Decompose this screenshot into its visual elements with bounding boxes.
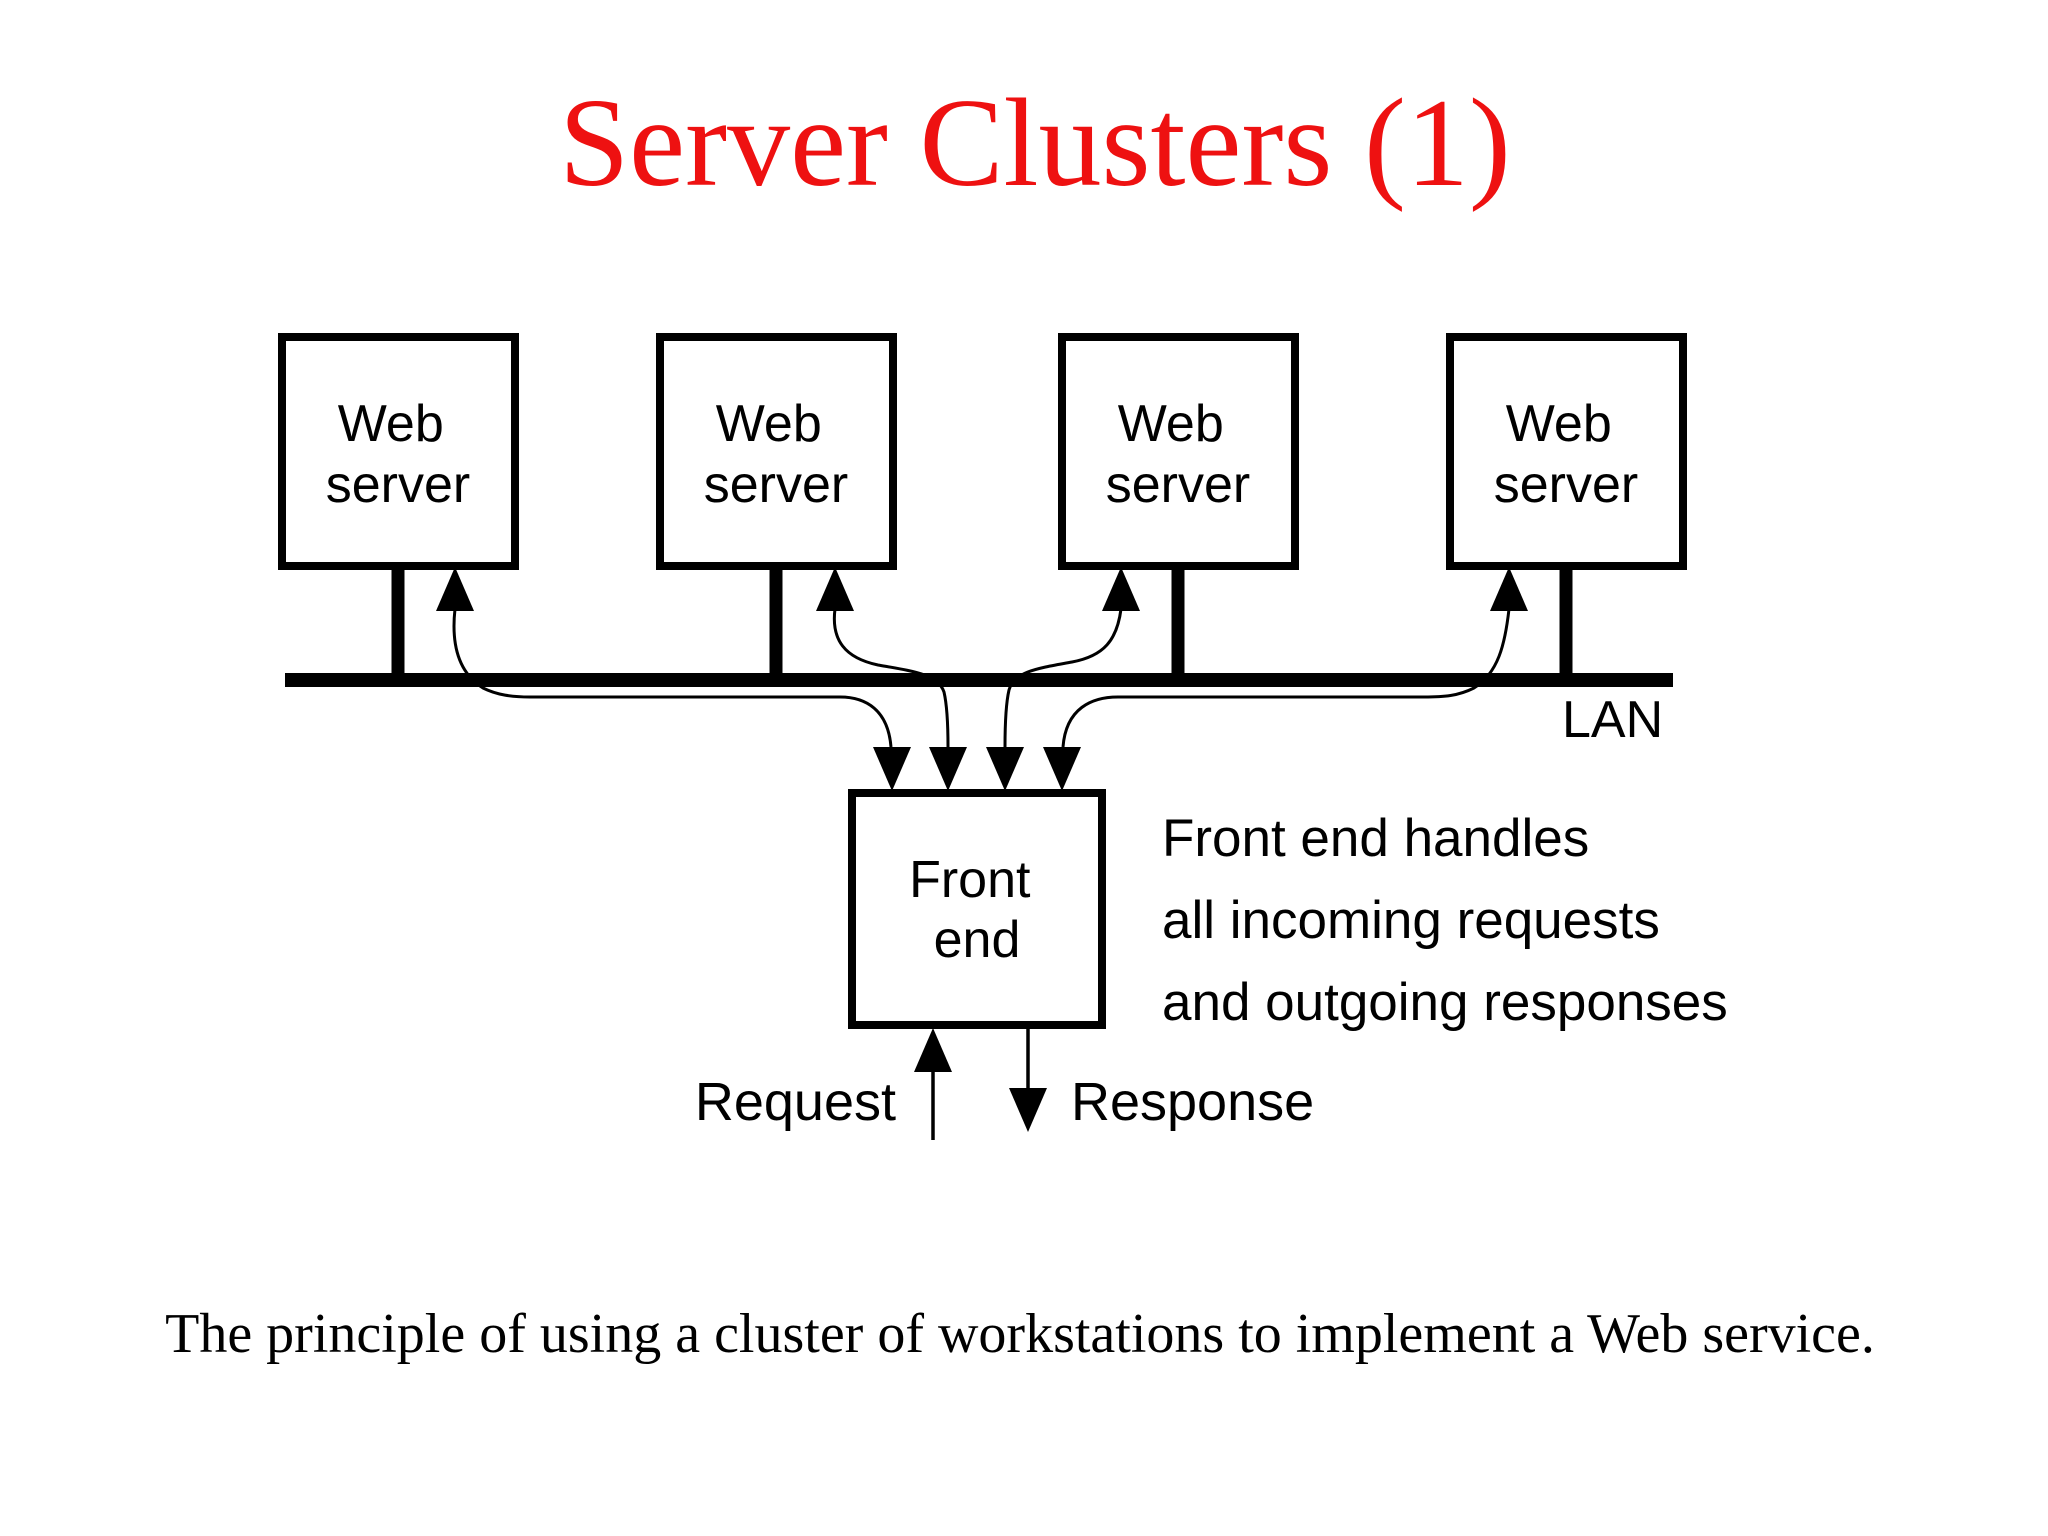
front-end-label: Front end <box>909 851 1045 969</box>
slide-title: Server Clusters (1) <box>559 74 1511 213</box>
response-arrow <box>1009 1027 1047 1132</box>
web-server-box-1 <box>278 333 519 570</box>
arrowhead-down-frontend-2 <box>929 747 967 791</box>
web-server-node-2: Web server <box>656 333 897 687</box>
arrowhead-down-frontend-4 <box>1043 747 1081 791</box>
arrowhead-up-server-4 <box>1490 567 1528 611</box>
front-end-annotation: Front end handles all incoming requests … <box>1162 809 1728 1032</box>
request-arrow <box>914 1028 952 1140</box>
arrowhead-up-server-2 <box>816 567 854 611</box>
curve-frontend-server-1 <box>452 608 893 748</box>
web-server-box-3 <box>1058 333 1299 570</box>
curve-frontend-server-3 <box>1003 608 1123 748</box>
front-end-box <box>848 789 1106 1029</box>
arrowhead-up-server-1 <box>436 567 474 611</box>
web-server-node-4: Web server <box>1446 333 1687 687</box>
web-server-label-1: Web server <box>326 395 470 514</box>
web-server-node-3: Web server <box>1058 333 1299 687</box>
front-end-node: Front end <box>848 789 1106 1029</box>
web-server-label-3: Web server <box>1106 395 1250 514</box>
slide-caption: The principle of using a cluster of work… <box>165 1303 1875 1365</box>
web-server-label-2: Web server <box>704 395 848 514</box>
arrowhead-down-frontend-1 <box>873 747 911 791</box>
web-server-box-2 <box>656 333 897 570</box>
web-server-box-4 <box>1446 333 1687 570</box>
web-server-label-4: Web server <box>1494 395 1638 514</box>
response-arrowhead-down <box>1009 1088 1047 1132</box>
curve-frontend-server-2 <box>832 608 950 748</box>
curve-frontend-server-4 <box>1061 608 1511 748</box>
arrowhead-up-server-3 <box>1102 567 1140 611</box>
response-label: Response <box>1071 1072 1314 1132</box>
lan-label: LAN <box>1562 691 1663 749</box>
web-server-node-1: Web server <box>278 333 519 687</box>
request-arrowhead-up <box>914 1028 952 1072</box>
arrowhead-down-frontend-3 <box>986 747 1024 791</box>
request-label: Request <box>695 1072 896 1132</box>
